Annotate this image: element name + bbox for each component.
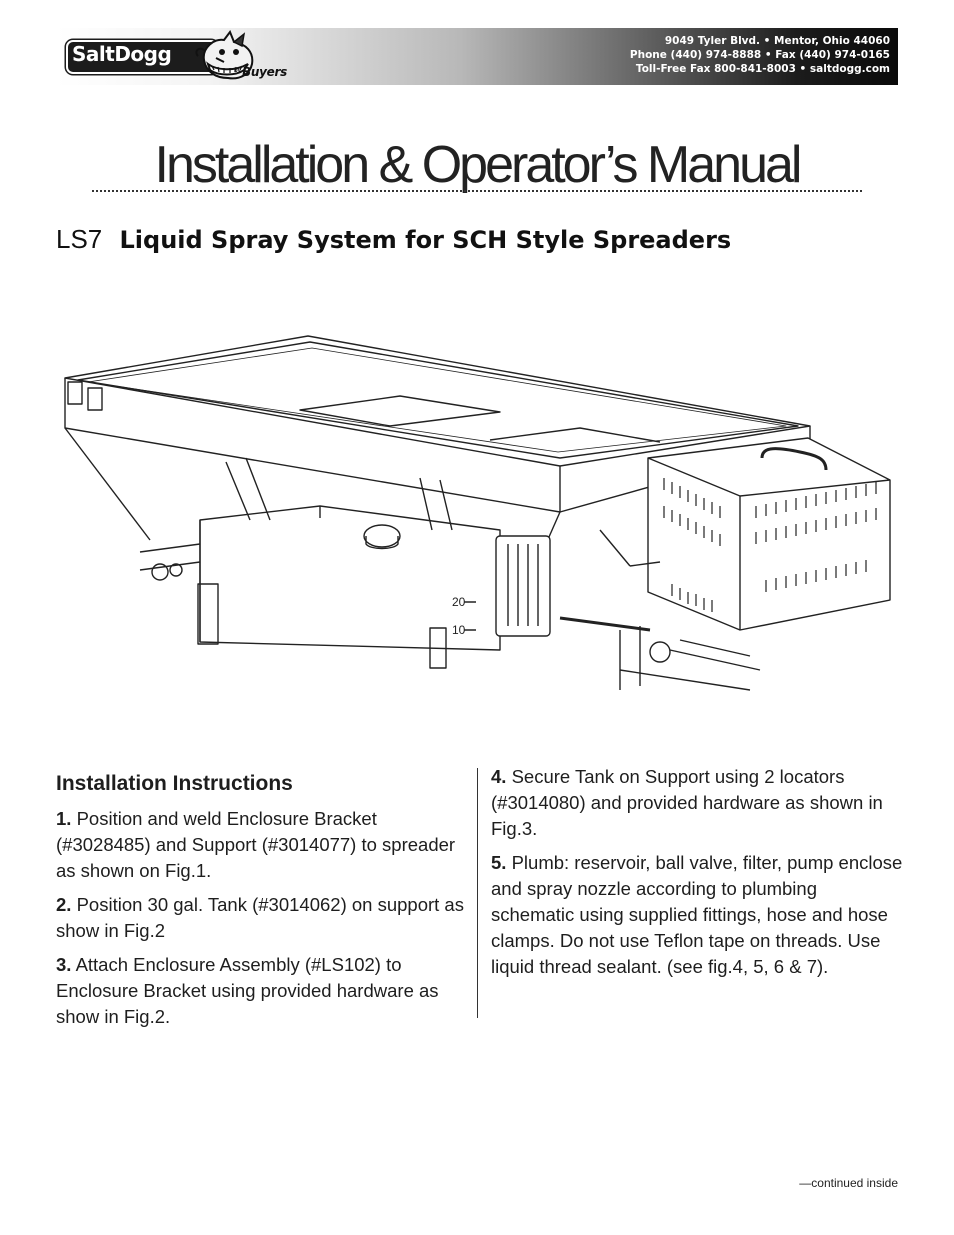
instruction-step: 3. Attach Enclosure Assembly (#LS102) to… bbox=[56, 952, 468, 1030]
step-number: 2. bbox=[56, 894, 72, 915]
product-subtitle: LS7 Liquid Spray System for SCH Style Sp… bbox=[56, 222, 731, 257]
model-code: LS7 bbox=[56, 224, 103, 254]
column-divider bbox=[477, 768, 478, 1018]
logo-text: SaltDogg bbox=[72, 42, 172, 66]
page-title: Installation & Operator’s Manual bbox=[154, 136, 803, 194]
logo-brand: Buyers bbox=[242, 65, 287, 79]
dog-mascot-icon bbox=[195, 30, 254, 80]
step-text: Position and weld Enclosure Bracket (#30… bbox=[56, 808, 456, 881]
instruction-step: 2. Position 30 gal. Tank (#3014062) on s… bbox=[56, 892, 468, 944]
step-number: 3. bbox=[56, 954, 72, 975]
step-number: 5. bbox=[491, 852, 507, 873]
gauge-label-10: 10 bbox=[452, 623, 466, 637]
instructions-left-column: Installation Instructions 1. Position an… bbox=[56, 764, 468, 1038]
instruction-step: 1. Position and weld Enclosure Bracket (… bbox=[56, 806, 468, 884]
contact-block: 9049 Tyler Blvd. • Mentor, Ohio 44060 Ph… bbox=[630, 34, 890, 76]
spreader-illustration: 20 10 bbox=[64, 335, 891, 691]
step-number: 1. bbox=[56, 808, 72, 829]
instruction-step: 5. Plumb: reservoir, ball valve, filter,… bbox=[491, 850, 903, 980]
instructions-heading: Installation Instructions bbox=[56, 772, 293, 795]
title-dotted-rule bbox=[92, 190, 862, 192]
phone-line: Phone (440) 974-8888 • Fax (440) 974-016… bbox=[629, 49, 890, 61]
step-text: Attach Enclosure Assembly (#LS102) to En… bbox=[56, 954, 439, 1027]
logo-badge bbox=[66, 40, 218, 74]
instructions-right-column: 4. Secure Tank on Support using 2 locato… bbox=[491, 764, 903, 988]
step-text: Secure Tank on Support using 2 locators … bbox=[491, 766, 883, 839]
product-description: Liquid Spray System for SCH Style Spread… bbox=[119, 226, 732, 254]
instruction-step: 4. Secure Tank on Support using 2 locato… bbox=[491, 764, 903, 842]
tollfree-line: Toll-Free Fax 800-841-8003 • saltdogg.co… bbox=[635, 63, 890, 75]
step-text: Plumb: reservoir, ball valve, filter, pu… bbox=[491, 852, 903, 977]
step-text: Position 30 gal. Tank (#3014062) on supp… bbox=[56, 894, 464, 941]
gauge-label-20: 20 bbox=[452, 595, 466, 609]
logo-by: by bbox=[234, 68, 242, 74]
saltdogg-logo: SaltDogg by Buyers bbox=[66, 30, 306, 84]
continued-note: —continued inside bbox=[799, 1176, 898, 1190]
address-line: 9049 Tyler Blvd. • Mentor, Ohio 44060 bbox=[664, 35, 890, 47]
step-number: 4. bbox=[491, 766, 507, 787]
